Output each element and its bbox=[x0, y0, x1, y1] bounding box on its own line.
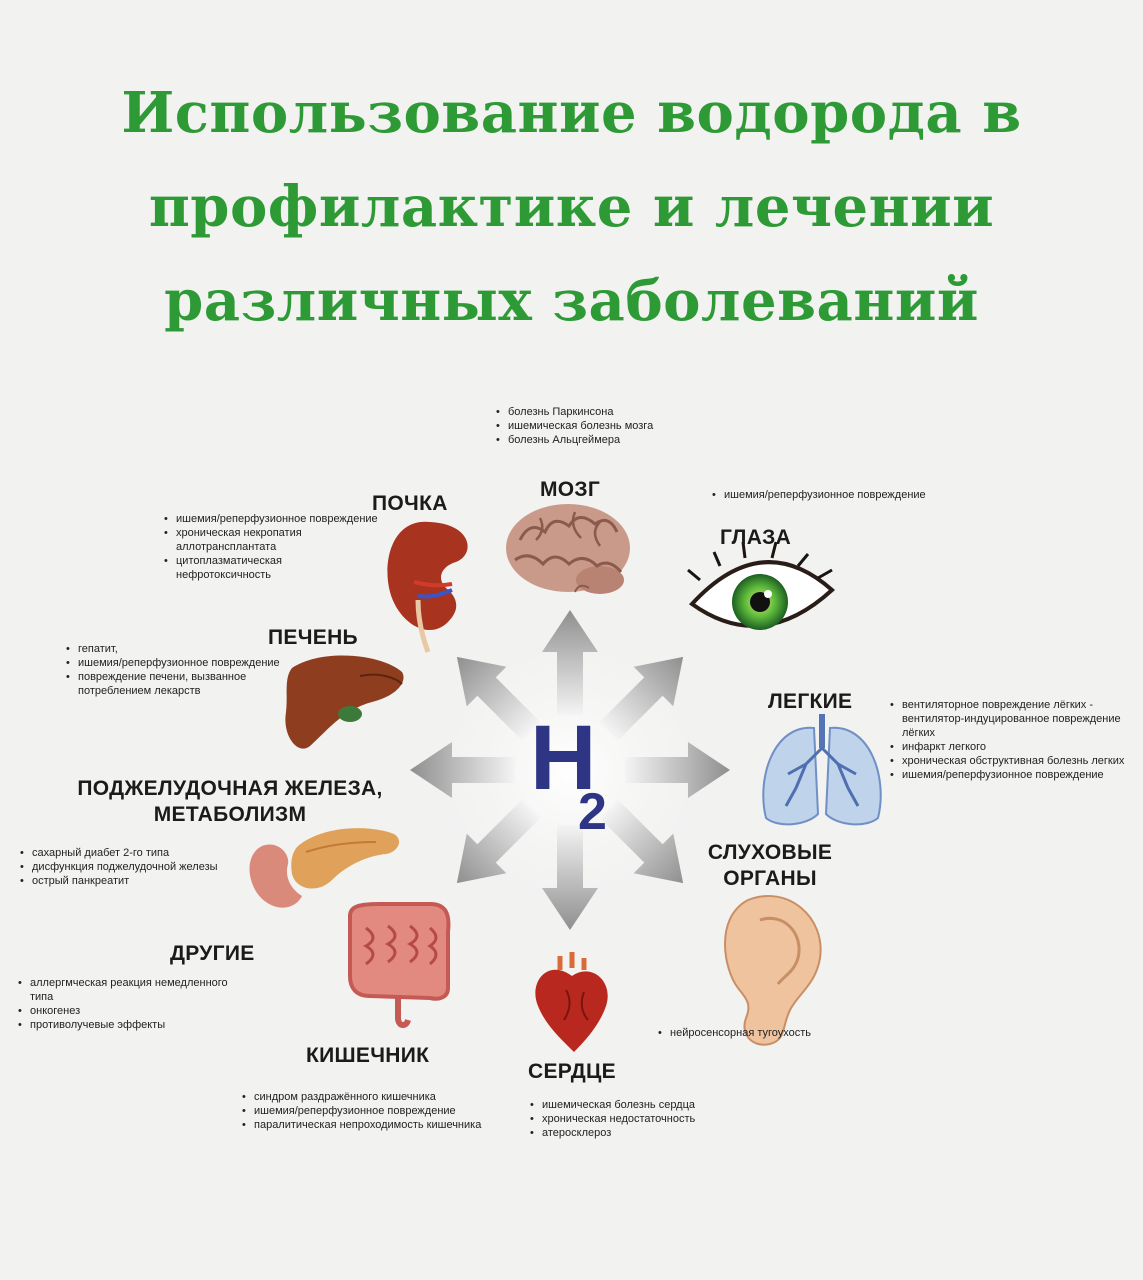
arrow-right bbox=[625, 742, 730, 798]
list-item: цитоплазматическая нефротоксичность bbox=[164, 554, 378, 582]
list-item: сахарный диабет 2-го типа bbox=[20, 846, 250, 860]
liver-icon bbox=[285, 655, 404, 749]
arrow-down-left bbox=[456, 799, 541, 884]
list-item: ишемия/реперфузионное повреждение bbox=[712, 488, 942, 502]
list-item: паралитическая непроходимость кишечника bbox=[242, 1118, 482, 1132]
arrow-up-right bbox=[599, 656, 684, 741]
list-item: ишемия/реперфузионное повреждение bbox=[890, 768, 1138, 782]
arrow-down bbox=[542, 825, 598, 930]
ears-label-line-2: ОРГАНЫ bbox=[723, 867, 817, 890]
arrow-up-left bbox=[456, 656, 541, 741]
list-item: хроническая обструктивная болезнь легких bbox=[890, 754, 1138, 768]
list-item: хроническая некропатия аллотрансплантата bbox=[164, 526, 378, 554]
other-conditions: аллергмческая реакция немедленного типа … bbox=[18, 976, 248, 1032]
list-item: болезнь Альцгеймера bbox=[496, 433, 756, 447]
arrow-down-right bbox=[599, 799, 684, 884]
pancreas-conditions: сахарный диабет 2-го типа дисфункция под… bbox=[20, 846, 250, 888]
list-item: онкогенез bbox=[18, 1004, 248, 1018]
arrows bbox=[410, 610, 730, 930]
list-item: инфаркт легкого bbox=[890, 740, 1138, 754]
list-item: вентиляторное повреждение лёгких - венти… bbox=[890, 698, 1138, 740]
liver-conditions: гепатит, ишемия/реперфузионное поврежден… bbox=[66, 642, 282, 698]
brain-label: МОЗГ bbox=[540, 478, 601, 501]
intestine-label: КИШЕЧНИК bbox=[306, 1044, 430, 1067]
list-item: противолучевые эффекты bbox=[18, 1018, 248, 1032]
list-item: аллергмческая реакция немедленного типа bbox=[18, 976, 248, 1004]
lungs-label: ЛЕГКИЕ bbox=[768, 690, 853, 713]
list-item: ишемическая болезнь мозга bbox=[496, 419, 756, 433]
kidney-conditions: ишемия/реперфузионное повреждение хронич… bbox=[164, 512, 378, 582]
h2-letter: H bbox=[530, 707, 597, 809]
pancreas-icon bbox=[249, 828, 400, 908]
arrow-up bbox=[542, 610, 598, 715]
list-item: ишемия/реперфузионное повреждение bbox=[164, 512, 378, 526]
list-item: синдром раздражённого кишечника bbox=[242, 1090, 482, 1104]
ears-label: СЛУХОВЫЕ ОРГАНЫ bbox=[690, 840, 850, 892]
ears-label-line-1: СЛУХОВЫЕ bbox=[707, 841, 833, 864]
list-item: нейросенсорная тугоухость bbox=[658, 1026, 918, 1040]
list-item: ишемия/реперфузионное повреждение bbox=[66, 656, 282, 670]
list-item: атеросклероз bbox=[530, 1126, 800, 1140]
arrow-left bbox=[410, 742, 515, 798]
h2-symbol: H bbox=[530, 712, 596, 804]
brain-icon bbox=[506, 504, 630, 594]
kidney-label: ПОЧКА bbox=[372, 492, 448, 515]
heart-conditions: ишемическая болезнь сердца хроническая н… bbox=[530, 1098, 800, 1140]
eye-icon bbox=[687, 541, 835, 630]
pancreas-label-line-1: ПОДЖЕЛУДОЧНАЯ ЖЕЛЕЗА, bbox=[77, 777, 383, 800]
heart-icon bbox=[535, 952, 608, 1052]
eyes-conditions: ишемия/реперфузионное повреждение bbox=[712, 488, 942, 502]
list-item: острый панкреатит bbox=[20, 874, 250, 888]
pancreas-label-line-2: МЕТАБОЛИЗМ bbox=[153, 803, 307, 826]
heart-label: СЕРДЦЕ bbox=[528, 1060, 616, 1083]
title-line-3: различных заболеваний bbox=[164, 268, 979, 334]
list-item: ишемическая болезнь сердца bbox=[530, 1098, 800, 1112]
eyes-label: ГЛАЗА bbox=[720, 526, 792, 549]
list-item: хроническая недостаточность bbox=[530, 1112, 800, 1126]
liver-label: ПЕЧЕНЬ bbox=[268, 626, 358, 649]
lungs-icon bbox=[762, 714, 882, 826]
ears-conditions: нейросенсорная тугоухость bbox=[658, 1026, 918, 1040]
h2-subscript: 2 bbox=[578, 786, 607, 838]
list-item: болезнь Паркинсона bbox=[496, 405, 756, 419]
kidney-icon bbox=[387, 521, 468, 653]
title-line-2: профилактике и лечении bbox=[148, 174, 995, 240]
intestine-icon bbox=[348, 902, 451, 1028]
pancreas-label: ПОДЖЕЛУДОЧНАЯ ЖЕЛЕЗА, МЕТАБОЛИЗМ bbox=[40, 776, 420, 828]
intestine-conditions: синдром раздражённого кишечника ишемия/р… bbox=[242, 1090, 482, 1132]
ear-icon bbox=[724, 894, 822, 1046]
brain-conditions: болезнь Паркинсона ишемическая болезнь м… bbox=[496, 405, 756, 447]
title-line-1: Использование водорода в bbox=[121, 80, 1022, 146]
list-item: повреждение печени, вызванное потреблени… bbox=[66, 670, 282, 698]
list-item: гепатит, bbox=[66, 642, 282, 656]
other-label: ДРУГИЕ bbox=[170, 942, 255, 965]
list-item: ишемия/реперфузионное повреждение bbox=[242, 1104, 482, 1118]
lungs-conditions: вентиляторное повреждение лёгких - венти… bbox=[890, 698, 1138, 782]
page-title: Использование водорода в профилактике и … bbox=[0, 66, 1143, 348]
h2-subscript-digit: 2 bbox=[578, 783, 607, 841]
list-item: дисфункция поджелудочной железы bbox=[20, 860, 250, 874]
